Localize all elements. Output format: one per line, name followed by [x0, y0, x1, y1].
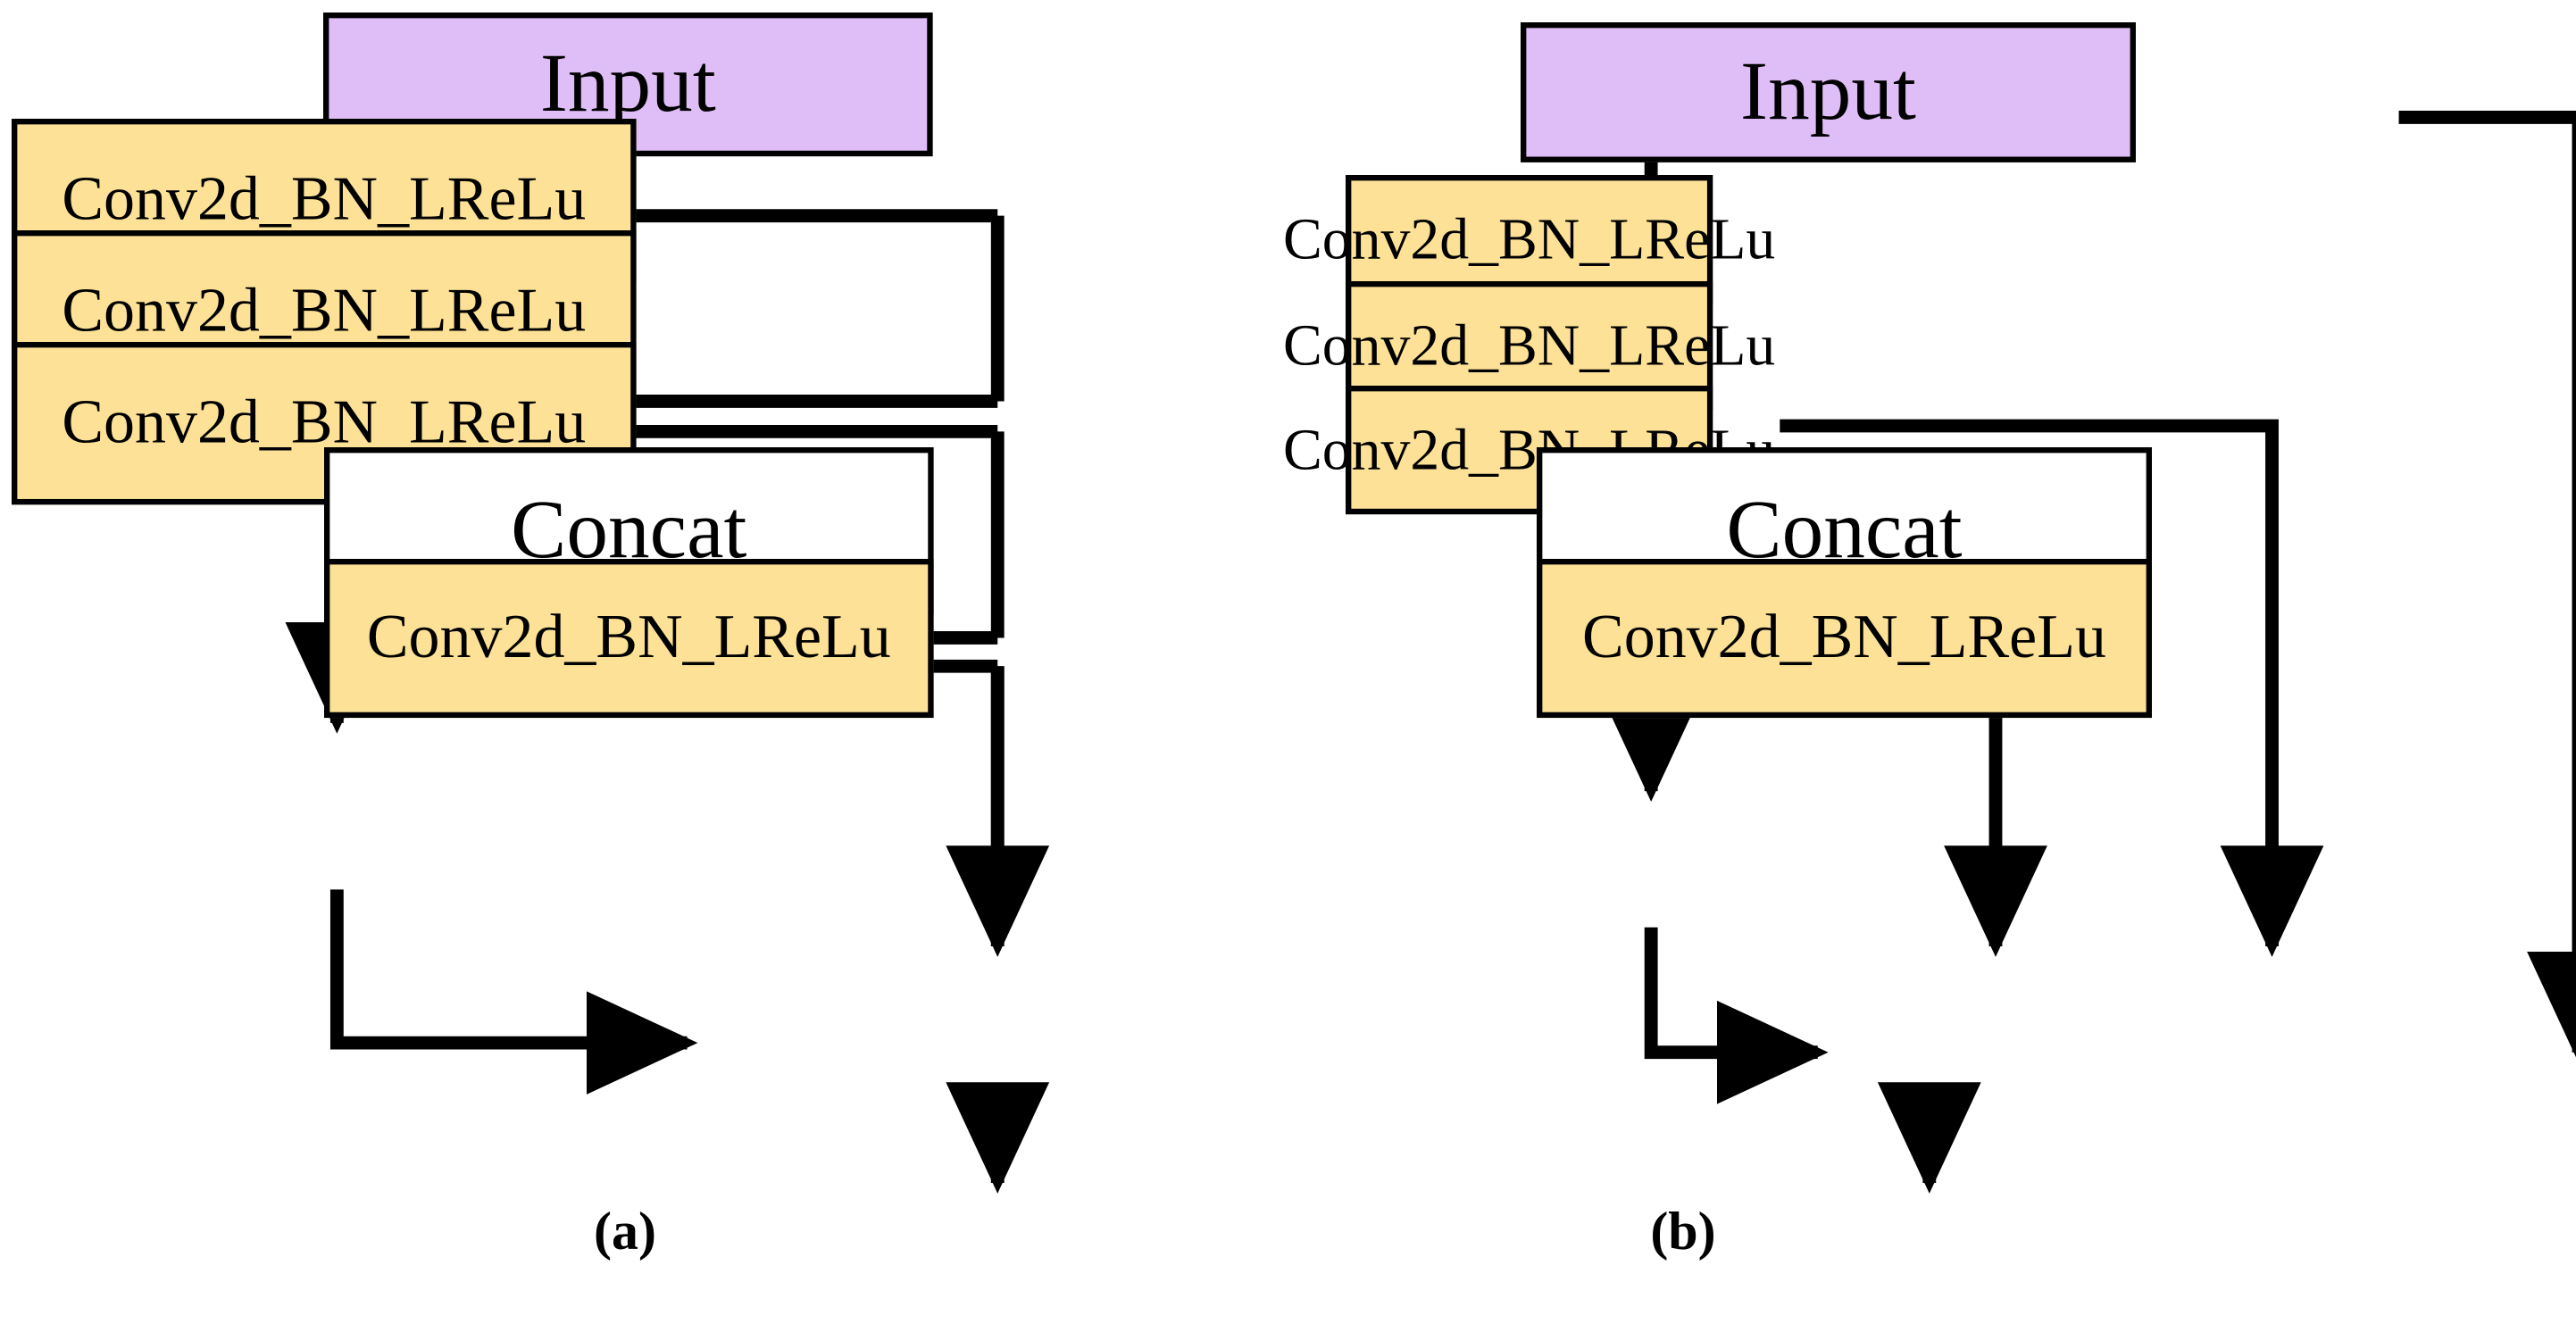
node-b-conv3[interactable]: Conv2d_BN_LReLu: [1283, 386, 1775, 515]
node-b-conv1-label: Conv2d_BN_LReLu: [1282, 204, 1776, 271]
edge-conv3-to-concat: [329, 889, 698, 1095]
edge-input-to-concat: [2398, 111, 2576, 1063]
edge-conv3-to-concat: [1644, 927, 1829, 1104]
node-a-concat-label: Concat: [511, 483, 747, 576]
node-a-conv4[interactable]: Conv2d_BN_LReLu: [324, 559, 934, 719]
panel-a: Input Conv2d_BN_LReLu Conv2d_BN_LReLu Co…: [0, 0, 1286, 1332]
node-b-conv4[interactable]: Conv2d_BN_LReLu: [1537, 559, 2152, 719]
node-b-input[interactable]: Input: [1521, 22, 2136, 162]
node-a-conv2-label: Conv2d_BN_LReLu: [62, 277, 587, 345]
node-b-conv4-label: Conv2d_BN_LReLu: [1582, 604, 2106, 672]
node-a-input-label: Input: [539, 37, 716, 130]
edge-conv1-to-concat: [1780, 419, 2324, 957]
node-a-conv1-label: Conv2d_BN_LReLu: [62, 165, 587, 234]
panel-b: Input Conv2d_BN_LReLu Conv2d_BN_LReLu Co…: [1282, 0, 2576, 1332]
caption-a: (a): [594, 1202, 656, 1261]
node-a-conv4-label: Conv2d_BN_LReLu: [366, 604, 891, 672]
node-b-concat-label: Concat: [1726, 483, 1963, 576]
node-b-conv2-label: Conv2d_BN_LReLu: [1282, 311, 1776, 378]
node-a-conv3-label: Conv2d_BN_LReLu: [62, 388, 587, 457]
node-b-input-label: Input: [1740, 45, 1916, 138]
caption-b: (b): [1650, 1202, 1716, 1261]
